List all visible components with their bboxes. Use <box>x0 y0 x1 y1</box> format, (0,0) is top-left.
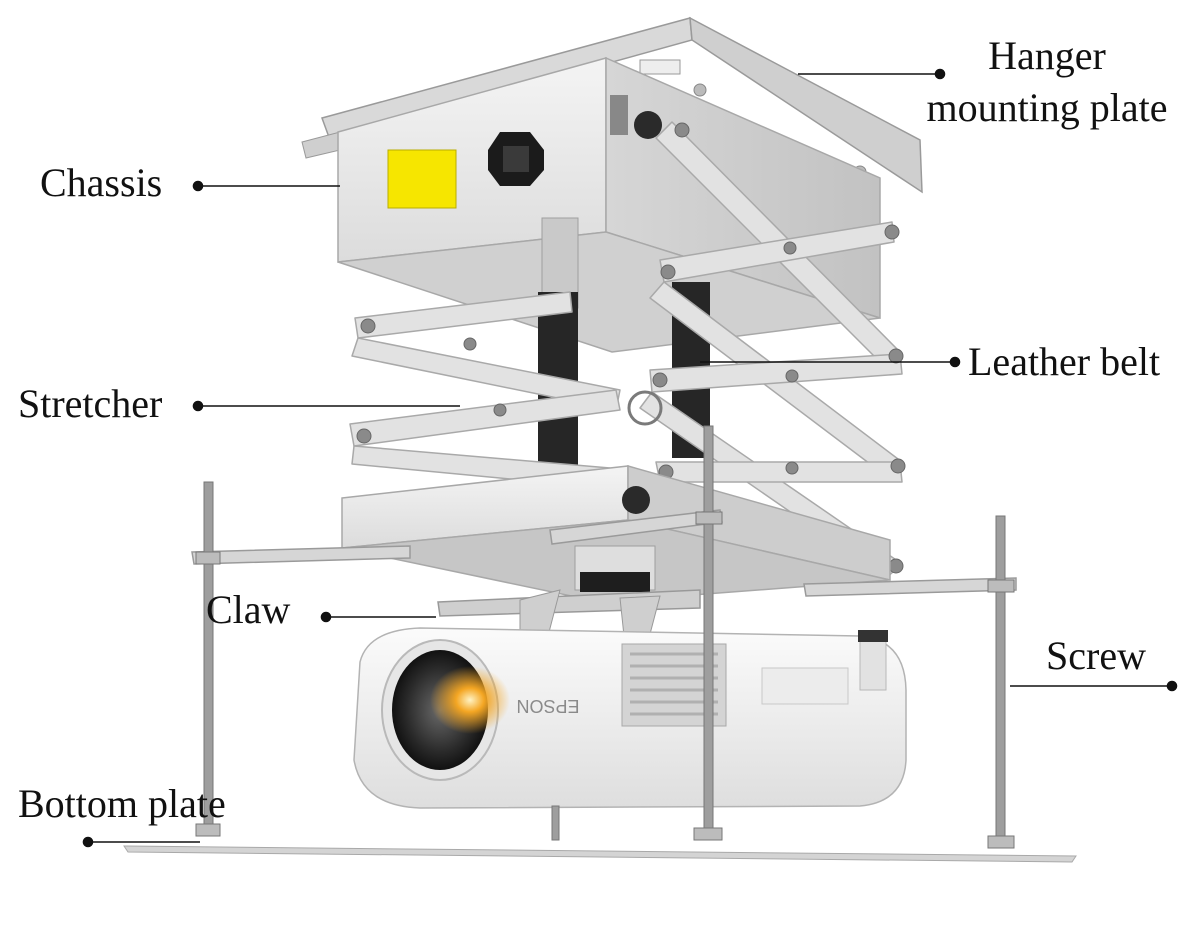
label-hanger-line2: mounting plate <box>926 85 1168 130</box>
label-leather-belt: Leather belt <box>968 339 1161 384</box>
screw-rods <box>195 425 1015 849</box>
label-stretcher: Stretcher <box>18 381 163 426</box>
power-socket <box>488 132 544 186</box>
projector: EPSON <box>353 627 907 809</box>
label-hanger-mounting-plate: Hanger mounting plate <box>906 30 1188 134</box>
label-hanger-line1: Hanger <box>988 33 1106 78</box>
leader-lines <box>82 68 1178 848</box>
claw <box>437 545 701 641</box>
label-chassis: Chassis <box>40 160 163 205</box>
label-screw: Screw <box>1046 633 1146 678</box>
warning-sticker <box>387 149 457 209</box>
projector-brand: EPSON <box>516 696 579 716</box>
hanger-mounting-plate <box>301 16 923 194</box>
projector-lens <box>381 639 510 781</box>
label-bottom-plate: Bottom plate <box>18 781 226 826</box>
bottom-plate <box>123 845 1077 863</box>
label-claw: Claw <box>206 587 291 632</box>
